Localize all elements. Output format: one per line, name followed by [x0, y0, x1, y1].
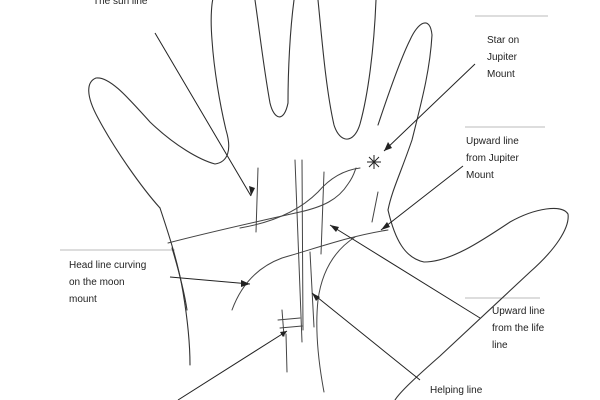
label-line: on the moon: [69, 277, 125, 288]
fate-line-1: [294, 159, 303, 343]
sun-line: [255, 167, 259, 233]
label-line: Upward line: [466, 136, 519, 147]
life-upward-line: [320, 171, 325, 255]
head-line: [167, 167, 357, 244]
life-line-pointer: [329, 224, 481, 319]
head-line-label: Head line curving on the moon mount: [69, 257, 146, 308]
helping-line-pointer: [311, 292, 421, 381]
index-finger-outline: [377, 22, 433, 211]
life-line: [316, 236, 356, 393]
sun-line-label: The sun line: [93, 0, 148, 7]
label-line: Mount: [487, 69, 515, 80]
sun-line-pointer: [154, 32, 252, 197]
label-line: Head line curving: [69, 260, 147, 271]
star-jupiter-label: Star on Jupiter Mount: [487, 32, 519, 83]
label-line: from the life: [492, 323, 545, 334]
palm-left-edge: [159, 207, 191, 366]
star-mark: [367, 155, 381, 169]
heart-line-upper: [239, 167, 361, 229]
label-line: Mount: [466, 170, 494, 181]
ring-finger-outline: [254, 0, 295, 118]
upward-life-label: Upward line from the life line: [492, 303, 545, 354]
label-line: Jupiter: [487, 52, 518, 63]
helping-line-label: Helping line: [430, 385, 483, 396]
head-line-curve: [231, 229, 389, 311]
head-line-pointer: [169, 276, 251, 285]
jupiter-line-pointer: [380, 165, 464, 231]
label-line: from Jupiter: [466, 153, 519, 164]
thumb-outline: [387, 207, 569, 400]
arrowheads: [241, 142, 392, 337]
upward-jupiter-label: Upward line from Jupiter Mount: [466, 133, 519, 184]
label-line: Star on: [487, 35, 520, 46]
fate-line-2: [301, 159, 304, 331]
label-line: mount: [69, 294, 97, 305]
little-finger-outline: [88, 0, 230, 209]
jupiter-upward-line: [371, 191, 379, 223]
cross-pointer: [177, 330, 288, 400]
cross-marks: [277, 309, 303, 373]
middle-finger-outline: [317, 0, 377, 140]
label-line: Upward line: [492, 306, 545, 317]
helping-line: [309, 251, 315, 328]
label-line: line: [492, 340, 508, 351]
star-pointer: [383, 63, 476, 152]
palm-left-inner-edge: [171, 247, 188, 311]
